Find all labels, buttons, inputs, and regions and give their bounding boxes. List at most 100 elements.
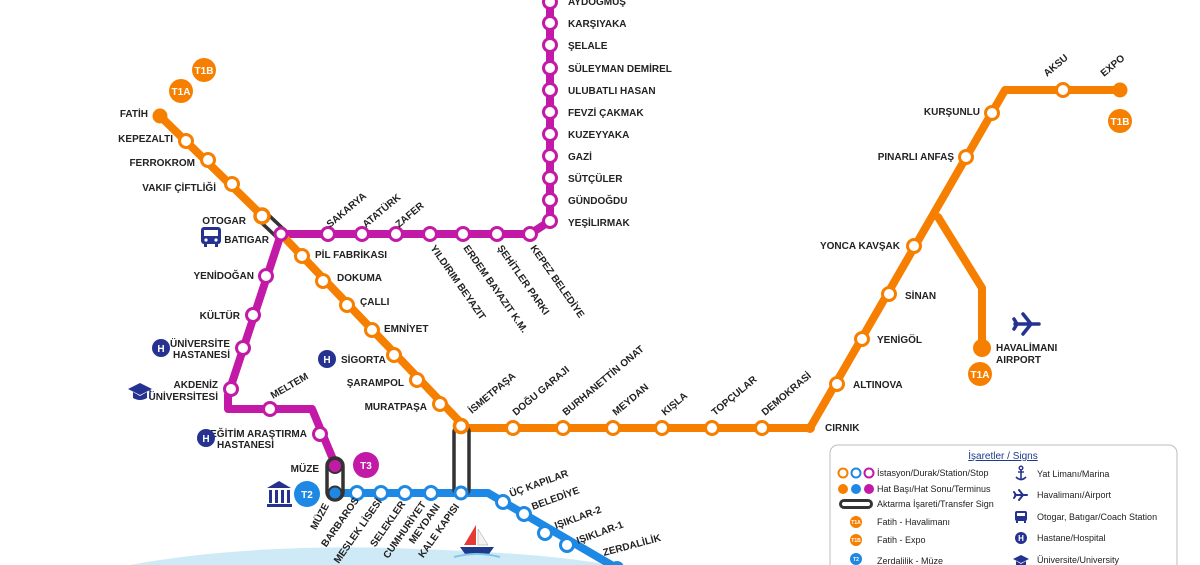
svg-text:EĞİTİM ARAŞTIRMA: EĞİTİM ARAŞTIRMA: [210, 427, 307, 440]
terminus-muze-t3[interactable]: [327, 458, 343, 474]
station-aksu[interactable]: [1055, 82, 1071, 98]
svg-text:IŞIKLAR-2: IŞIKLAR-2: [553, 505, 603, 532]
station-isiklar-1[interactable]: [559, 537, 575, 553]
badge-t1a-airport: T1A: [968, 362, 992, 386]
airplane-icon: [1012, 312, 1041, 336]
svg-text:FATİH: FATİH: [120, 107, 148, 120]
labels-t3-diagonal-down: YILDIRIM BEYAZIT ERDEM BAYAZIT K.M. ŞEHİ…: [428, 242, 588, 335]
hospital-icon: H: [318, 350, 336, 368]
station-karsiyaka[interactable]: [542, 15, 558, 31]
station-isiklar-2[interactable]: [537, 525, 553, 541]
station-calli[interactable]: [339, 297, 355, 313]
svg-text:BURHANETTİN ONAT: BURHANETTİN ONAT: [560, 342, 647, 418]
station-zafer[interactable]: [388, 226, 404, 242]
terminus-expo[interactable]: [1112, 82, 1128, 98]
station-meltem[interactable]: [262, 401, 278, 417]
svg-text:GÜNDOĞDU: GÜNDOĞDU: [568, 194, 627, 207]
station-sakarya[interactable]: [320, 226, 336, 242]
svg-text:OTOGAR: OTOGAR: [202, 216, 246, 227]
station-selale[interactable]: [542, 37, 558, 53]
station-gazi[interactable]: [542, 148, 558, 164]
stations-magenta: [223, 0, 558, 442]
station-uc-kapilar[interactable]: [495, 494, 511, 510]
svg-text:Havalimanı/Airport: Havalimanı/Airport: [1037, 490, 1112, 500]
station-burhanettin-onat[interactable]: [555, 420, 571, 436]
station-topcular[interactable]: [704, 420, 720, 436]
station-altinova[interactable]: [829, 376, 845, 392]
station-egitim-arastirma[interactable]: [312, 426, 328, 442]
station-belediye[interactable]: [516, 506, 532, 522]
station-selekler[interactable]: [397, 485, 413, 501]
terminus-fatih[interactable]: [152, 108, 168, 124]
station-ataturk[interactable]: [354, 226, 370, 242]
svg-text:EMNİYET: EMNİYET: [384, 322, 428, 335]
station-yenidogan[interactable]: [258, 268, 274, 284]
station-sehitler-parki[interactable]: [489, 226, 505, 242]
station-demokrasi[interactable]: [754, 420, 770, 436]
station-kepezalti[interactable]: [178, 133, 194, 149]
terminus-havalimani[interactable]: [973, 339, 991, 357]
svg-text:FEVZİ ÇAKMAK: FEVZİ ÇAKMAK: [568, 106, 644, 119]
hospital-icon: H: [1015, 532, 1027, 544]
terminus-zerdalilik[interactable]: [610, 561, 624, 565]
labels-t3-diagonal-up: SAKARYA ATATÜRK ZAFER: [325, 190, 427, 230]
station-yildirim-beyazit[interactable]: [422, 226, 438, 242]
svg-text:YENİGÖL: YENİGÖL: [877, 333, 922, 346]
station-kepez-belediye[interactable]: [522, 226, 538, 242]
station-meslek-lisesi[interactable]: [373, 485, 389, 501]
station-aydogmus[interactable]: [542, 0, 558, 10]
station-cumhuriyet-meydani[interactable]: [423, 485, 439, 501]
station-kale-kapisi[interactable]: [453, 485, 469, 501]
station-sigorta[interactable]: [386, 347, 402, 363]
station-gundogdu[interactable]: [542, 192, 558, 208]
station-vakif-ciftligi[interactable]: [224, 176, 240, 192]
station-ferrokrom[interactable]: [200, 152, 216, 168]
station-akdeniz-universitesi[interactable]: [223, 381, 239, 397]
station-yonca-kavsak[interactable]: [906, 238, 922, 254]
svg-text:ŞARAMPOL: ŞARAMPOL: [347, 378, 404, 389]
legend: İşaretler / Signs İstasyon/Durak/Station…: [829, 444, 1178, 565]
station-kisla[interactable]: [654, 420, 670, 436]
station-yenigol[interactable]: [854, 331, 870, 347]
station-pinarli-anfas[interactable]: [958, 149, 974, 165]
station-pil-fabrikasi[interactable]: [294, 248, 310, 264]
svg-text:VAKIF ÇİFTLİĞİ: VAKIF ÇİFTLİĞİ: [142, 181, 216, 194]
svg-text:Üniversite/University: Üniversite/University: [1037, 555, 1120, 565]
svg-text:MEYDAN: MEYDAN: [611, 382, 651, 418]
legend-title: İşaretler / Signs: [968, 449, 1037, 462]
station-muratpasa[interactable]: [432, 396, 448, 412]
svg-text:MÜZE: MÜZE: [291, 462, 320, 475]
station-sutculer[interactable]: [542, 170, 558, 186]
station-dokuma[interactable]: [315, 273, 331, 289]
terminus-muze-t2[interactable]: [327, 485, 343, 501]
svg-text:T1A: T1A: [851, 520, 861, 526]
station-erdem-bayazit[interactable]: [455, 226, 471, 242]
station-universite-hastanesi[interactable]: [235, 340, 251, 356]
svg-text:ULUBATLI HASAN: ULUBATLI HASAN: [568, 86, 656, 97]
station-barbaros[interactable]: [349, 485, 365, 501]
station-otogar[interactable]: [253, 207, 271, 225]
station-emniyet[interactable]: [364, 322, 380, 338]
station-kultur[interactable]: [245, 307, 261, 323]
station-sarampol[interactable]: [409, 372, 425, 388]
station-dogu-garaji[interactable]: [505, 420, 521, 436]
station-meydan[interactable]: [605, 420, 621, 436]
station-sinan[interactable]: [881, 286, 897, 302]
station-fevzi-cakmak[interactable]: [542, 104, 558, 120]
svg-text:Aktarma İşareti/Transfer Sign: Aktarma İşareti/Transfer Sign: [877, 499, 994, 509]
station-suleyman-demirel[interactable]: [542, 60, 558, 76]
svg-text:BATIGAR: BATIGAR: [224, 235, 270, 246]
legend-badge-t1b: T1B: [850, 534, 862, 546]
hospital-icon: H: [197, 429, 215, 447]
station-yesilirmak[interactable]: [542, 213, 558, 229]
station-batigar[interactable]: [273, 226, 289, 242]
svg-text:HAVALİMANI: HAVALİMANI: [996, 341, 1058, 354]
station-ismetpasa[interactable]: [452, 417, 470, 435]
station-ulubatli-hasan[interactable]: [542, 82, 558, 98]
station-cirnik[interactable]: [805, 423, 815, 433]
station-kursunlu[interactable]: [984, 105, 1000, 121]
station-kuzeyyaka[interactable]: [542, 126, 558, 142]
svg-text:KARŞIYAKA: KARŞIYAKA: [568, 19, 627, 30]
line-t3-north: [277, 0, 554, 238]
